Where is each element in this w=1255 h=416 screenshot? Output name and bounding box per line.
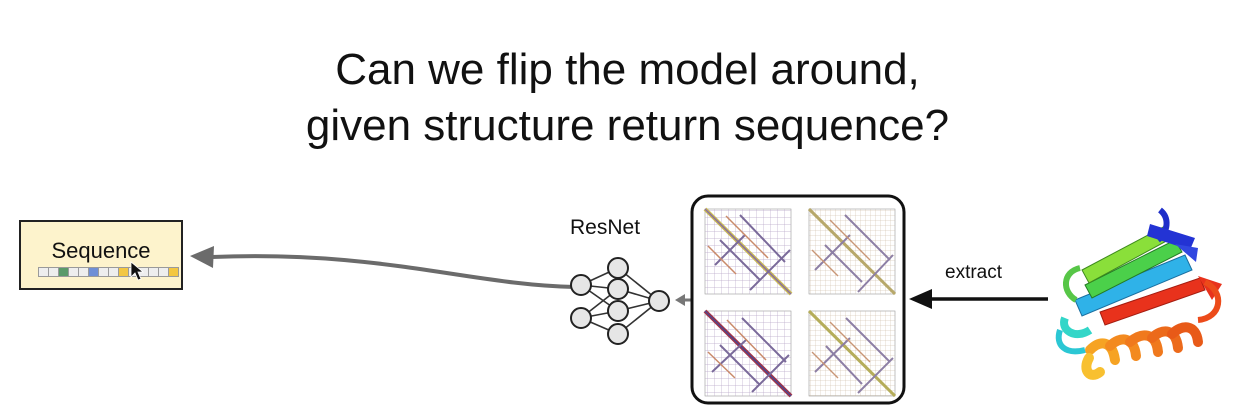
protein-ribbon-structure-icon xyxy=(1055,207,1222,380)
contact-map-panel xyxy=(807,309,897,398)
sequence-label: Sequence xyxy=(51,238,151,263)
title-line-2: given structure return sequence? xyxy=(305,101,950,150)
slide-title: Can we flip the model around, given stru… xyxy=(0,42,1255,154)
extract-arrow xyxy=(909,289,1048,309)
sequence-box: Sequence xyxy=(19,220,183,290)
neural-network-icon xyxy=(570,257,670,345)
resnet-label: ResNet xyxy=(570,216,641,239)
distance-map-icon xyxy=(690,194,906,405)
output-arrow xyxy=(190,246,576,289)
contact-map-panel xyxy=(807,207,897,296)
contact-map-panel xyxy=(703,309,793,398)
mouse-cursor-icon xyxy=(130,261,145,281)
title-line-1: Can we flip the model around, xyxy=(335,45,920,94)
sequence-token xyxy=(168,267,179,277)
extract-label: extract xyxy=(945,262,1003,283)
contact-map-panel xyxy=(703,207,793,296)
